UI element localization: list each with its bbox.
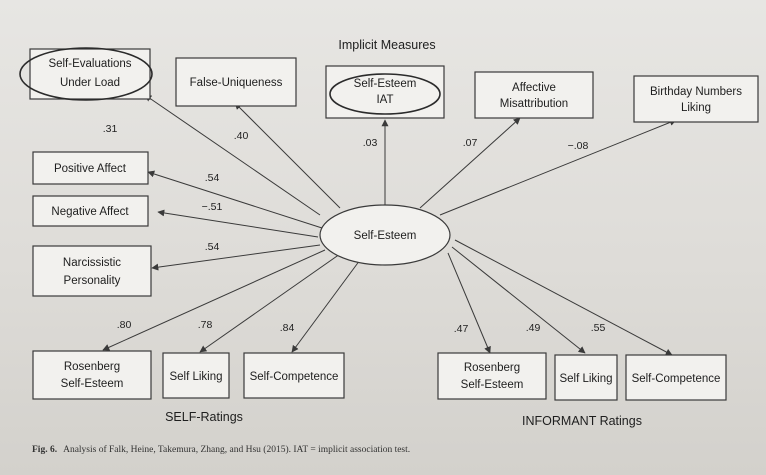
coef-birthday: −.08 [568,140,589,152]
node-rosenberg-self: Rosenberg Self-Esteem [32,350,152,400]
edge-self-competence-self [291,259,361,353]
edge-self-eval [144,94,321,216]
coef-self-competence-informant: .55 [591,322,606,334]
edge-negative-affect [157,209,319,238]
node-ros-inf-line2: Self-Esteem [461,379,524,391]
node-affective-misattribution: Affective Misattribution [474,71,594,119]
figure-caption-label: Fig. 6. [32,445,57,455]
node-false-uniq-line1: False-Uniqueness [190,77,283,89]
node-positive-affect: Positive Affect [32,151,149,185]
edge-positive-affect [147,170,323,229]
coef-rosenberg-informant: .47 [454,323,469,335]
coef-narcissistic: .54 [205,241,220,253]
node-false-uniqueness: False-Uniqueness [175,57,297,107]
coef-rosenberg-self: .80 [117,319,132,331]
node-liking-self-line1: Self Liking [169,371,222,383]
implicit-measures-heading: Implicit Measures [338,38,435,52]
node-negative-affect: Negative Affect [32,195,149,227]
node-se-iat-line1: Self-Esteem [354,78,417,90]
edge-rosenberg-informant [447,252,491,354]
node-affective-line2: Misattribution [500,98,568,110]
node-comp-inf-line1: Self-Competence [632,373,721,385]
coef-positive-affect: .54 [205,172,220,184]
node-self-liking-self: Self Liking [162,352,230,399]
coef-affective: .07 [463,137,478,149]
node-self-liking-informant: Self Liking [554,354,618,401]
hand-drawn-circle [19,47,153,101]
hand-drawn-circle [329,73,441,115]
coefficients: .31 .40 .03 .07 −.08 .54 −.51 .54 .80 .7… [103,123,606,335]
node-narciss-line1: Narcissistic [63,257,121,269]
edge-self-competence-informant [454,239,673,356]
edge-self-liking-self [199,253,341,353]
edges [102,94,677,356]
informant-ratings-heading: INFORMANT Ratings [522,414,642,428]
node-narciss-line2: Personality [64,275,121,287]
node-pos-affect-line1: Positive Affect [54,163,127,175]
latent-self-esteem-label: Self-Esteem [354,230,417,242]
node-birthday-line1: Birthday Numbers [650,86,742,98]
node-self-evaluations: Self-Evaluations Under Load [19,47,153,101]
node-liking-inf-line1: Self Liking [559,373,612,385]
edge-birthday [439,119,677,216]
node-ros-self-line1: Rosenberg [64,361,120,373]
edge-rosenberg-self [102,249,326,351]
coef-negative-affect: −.51 [202,201,223,213]
node-birthday-line2: Liking [681,102,711,114]
edge-false-uniqueness [234,102,341,209]
node-neg-affect-line1: Negative Affect [51,206,129,218]
edge-affective [419,117,521,209]
node-self-eval-line1: Self-Evaluations [48,58,131,70]
coef-se-iat: .03 [363,137,378,149]
coef-self-liking-informant: .49 [526,322,541,334]
node-self-competence-self: Self-Competence [243,352,345,399]
node-affective-line1: Affective [512,82,556,94]
node-se-iat-line2: IAT [376,94,393,106]
node-self-esteem-iat: Self-Esteem IAT [325,65,445,119]
latent-self-esteem: Self-Esteem [319,204,451,266]
node-birthday-numbers: Birthday Numbers Liking [633,75,759,123]
self-ratings-heading: SELF-Ratings [165,410,243,424]
node-ros-self-line2: Self-Esteem [61,378,124,390]
coef-self-eval: .31 [103,123,118,135]
node-narcissistic-personality: Narcissistic Personality [32,245,152,297]
coef-self-competence-self: .84 [280,322,295,334]
edge-self-liking-informant [451,246,586,354]
figure-caption: Fig. 6. Analysis of Falk, Heine, Takemura… [32,444,410,455]
figure-caption-text: Analysis of Falk, Heine, Takemura, Zhang… [63,444,410,455]
node-self-eval-line2: Under Load [60,77,120,89]
node-self-competence-informant: Self-Competence [625,354,727,401]
node-ros-inf-line1: Rosenberg [464,362,520,374]
node-rosenberg-informant: Rosenberg Self-Esteem [437,352,547,400]
edge-narcissistic [151,244,321,271]
coef-self-liking-self: .78 [198,319,213,331]
node-comp-self-line1: Self-Competence [250,371,339,383]
coef-false-uniqueness: .40 [234,130,249,142]
